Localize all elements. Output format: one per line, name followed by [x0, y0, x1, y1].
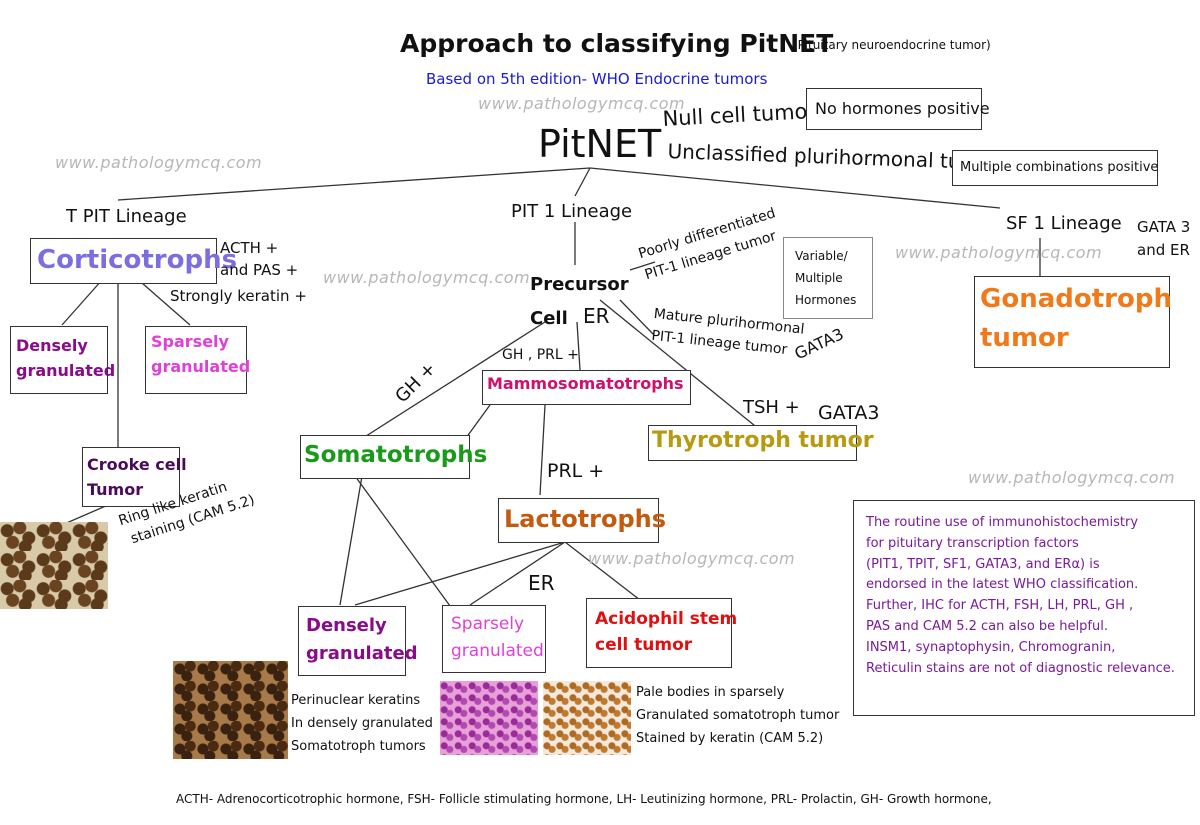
keratin-stain-image [543, 681, 631, 755]
er2-marker: ER [528, 571, 555, 595]
null-cell-box-text: No hormones positive [815, 99, 990, 118]
mammosomatotrophs-label: Mammosomatotrophs [487, 374, 684, 393]
lactotrophs-label: Lactotrophs [504, 505, 667, 533]
pit1-lineage-label: PIT 1 Lineage [511, 201, 633, 222]
root-node: PitNET [538, 122, 662, 166]
page-subtitle: Based on 5th edition- WHO Endocrine tumo… [426, 70, 768, 88]
perinuclear-keratin-image [173, 661, 288, 759]
note-box: The routine use of immunohistochemistry … [853, 500, 1195, 716]
watermark: www.pathologymcq.com [968, 468, 1176, 487]
tsh-marker: TSH + [743, 397, 800, 418]
corticotrophs-box: Corticotrophs [30, 238, 237, 284]
page-title: Approach to classifying PitNET [400, 29, 834, 58]
corticotrophs-label: Corticotrophs [37, 245, 238, 275]
mammosomatotrophs-box: Mammosomatotrophs [482, 370, 691, 405]
unclassified-box: Multiple combinations positive [952, 150, 1158, 186]
crooke-histology-image [0, 522, 108, 609]
somatotrophs-label: Somatotrophs [304, 442, 488, 468]
keratin-marker: Strongly keratin + [170, 287, 307, 305]
pale-bodies-image [440, 681, 538, 755]
note-text: The routine use of immunohistochemistry … [866, 515, 1175, 676]
null-cell-box: No hormones positive [806, 88, 990, 130]
tpit-lineage-label: T PIT Lineage [66, 206, 187, 227]
watermark: www.pathologymcq.com [55, 153, 263, 172]
watermark: www.pathologymcq.com [478, 94, 686, 113]
gata3-thyro-marker: GATA3 [818, 402, 880, 424]
watermark: www.pathologymcq.com [588, 549, 796, 568]
lactotrophs-box: Lactotrophs [498, 498, 666, 543]
pas-marker: and PAS + [220, 261, 299, 279]
title-note: (Pituitary neuroendocrine tumor) [793, 38, 991, 52]
watermark: www.pathologymcq.com [323, 268, 531, 287]
watermark: www.pathologymcq.com [895, 243, 1103, 262]
sf1-lineage-label: SF 1 Lineage [1006, 213, 1122, 234]
prl-marker: PRL + [547, 460, 605, 482]
acth-marker: ACTH + [220, 239, 279, 257]
thyrotroph-tumor-box: Thyrotroph tumor [648, 425, 874, 461]
thyrotroph-tumor-label: Thyrotroph tumor [652, 428, 874, 453]
somatotrophs-box: Somatotrophs [300, 435, 487, 479]
footer-abbreviations: ACTH- Adrenocorticotrophic hormone, FSH-… [176, 792, 992, 806]
er-marker: ER [583, 304, 610, 328]
unclassified-box-text: Multiple combinations positive [960, 160, 1159, 175]
gh-prl-marker: GH , PRL + [502, 347, 579, 363]
